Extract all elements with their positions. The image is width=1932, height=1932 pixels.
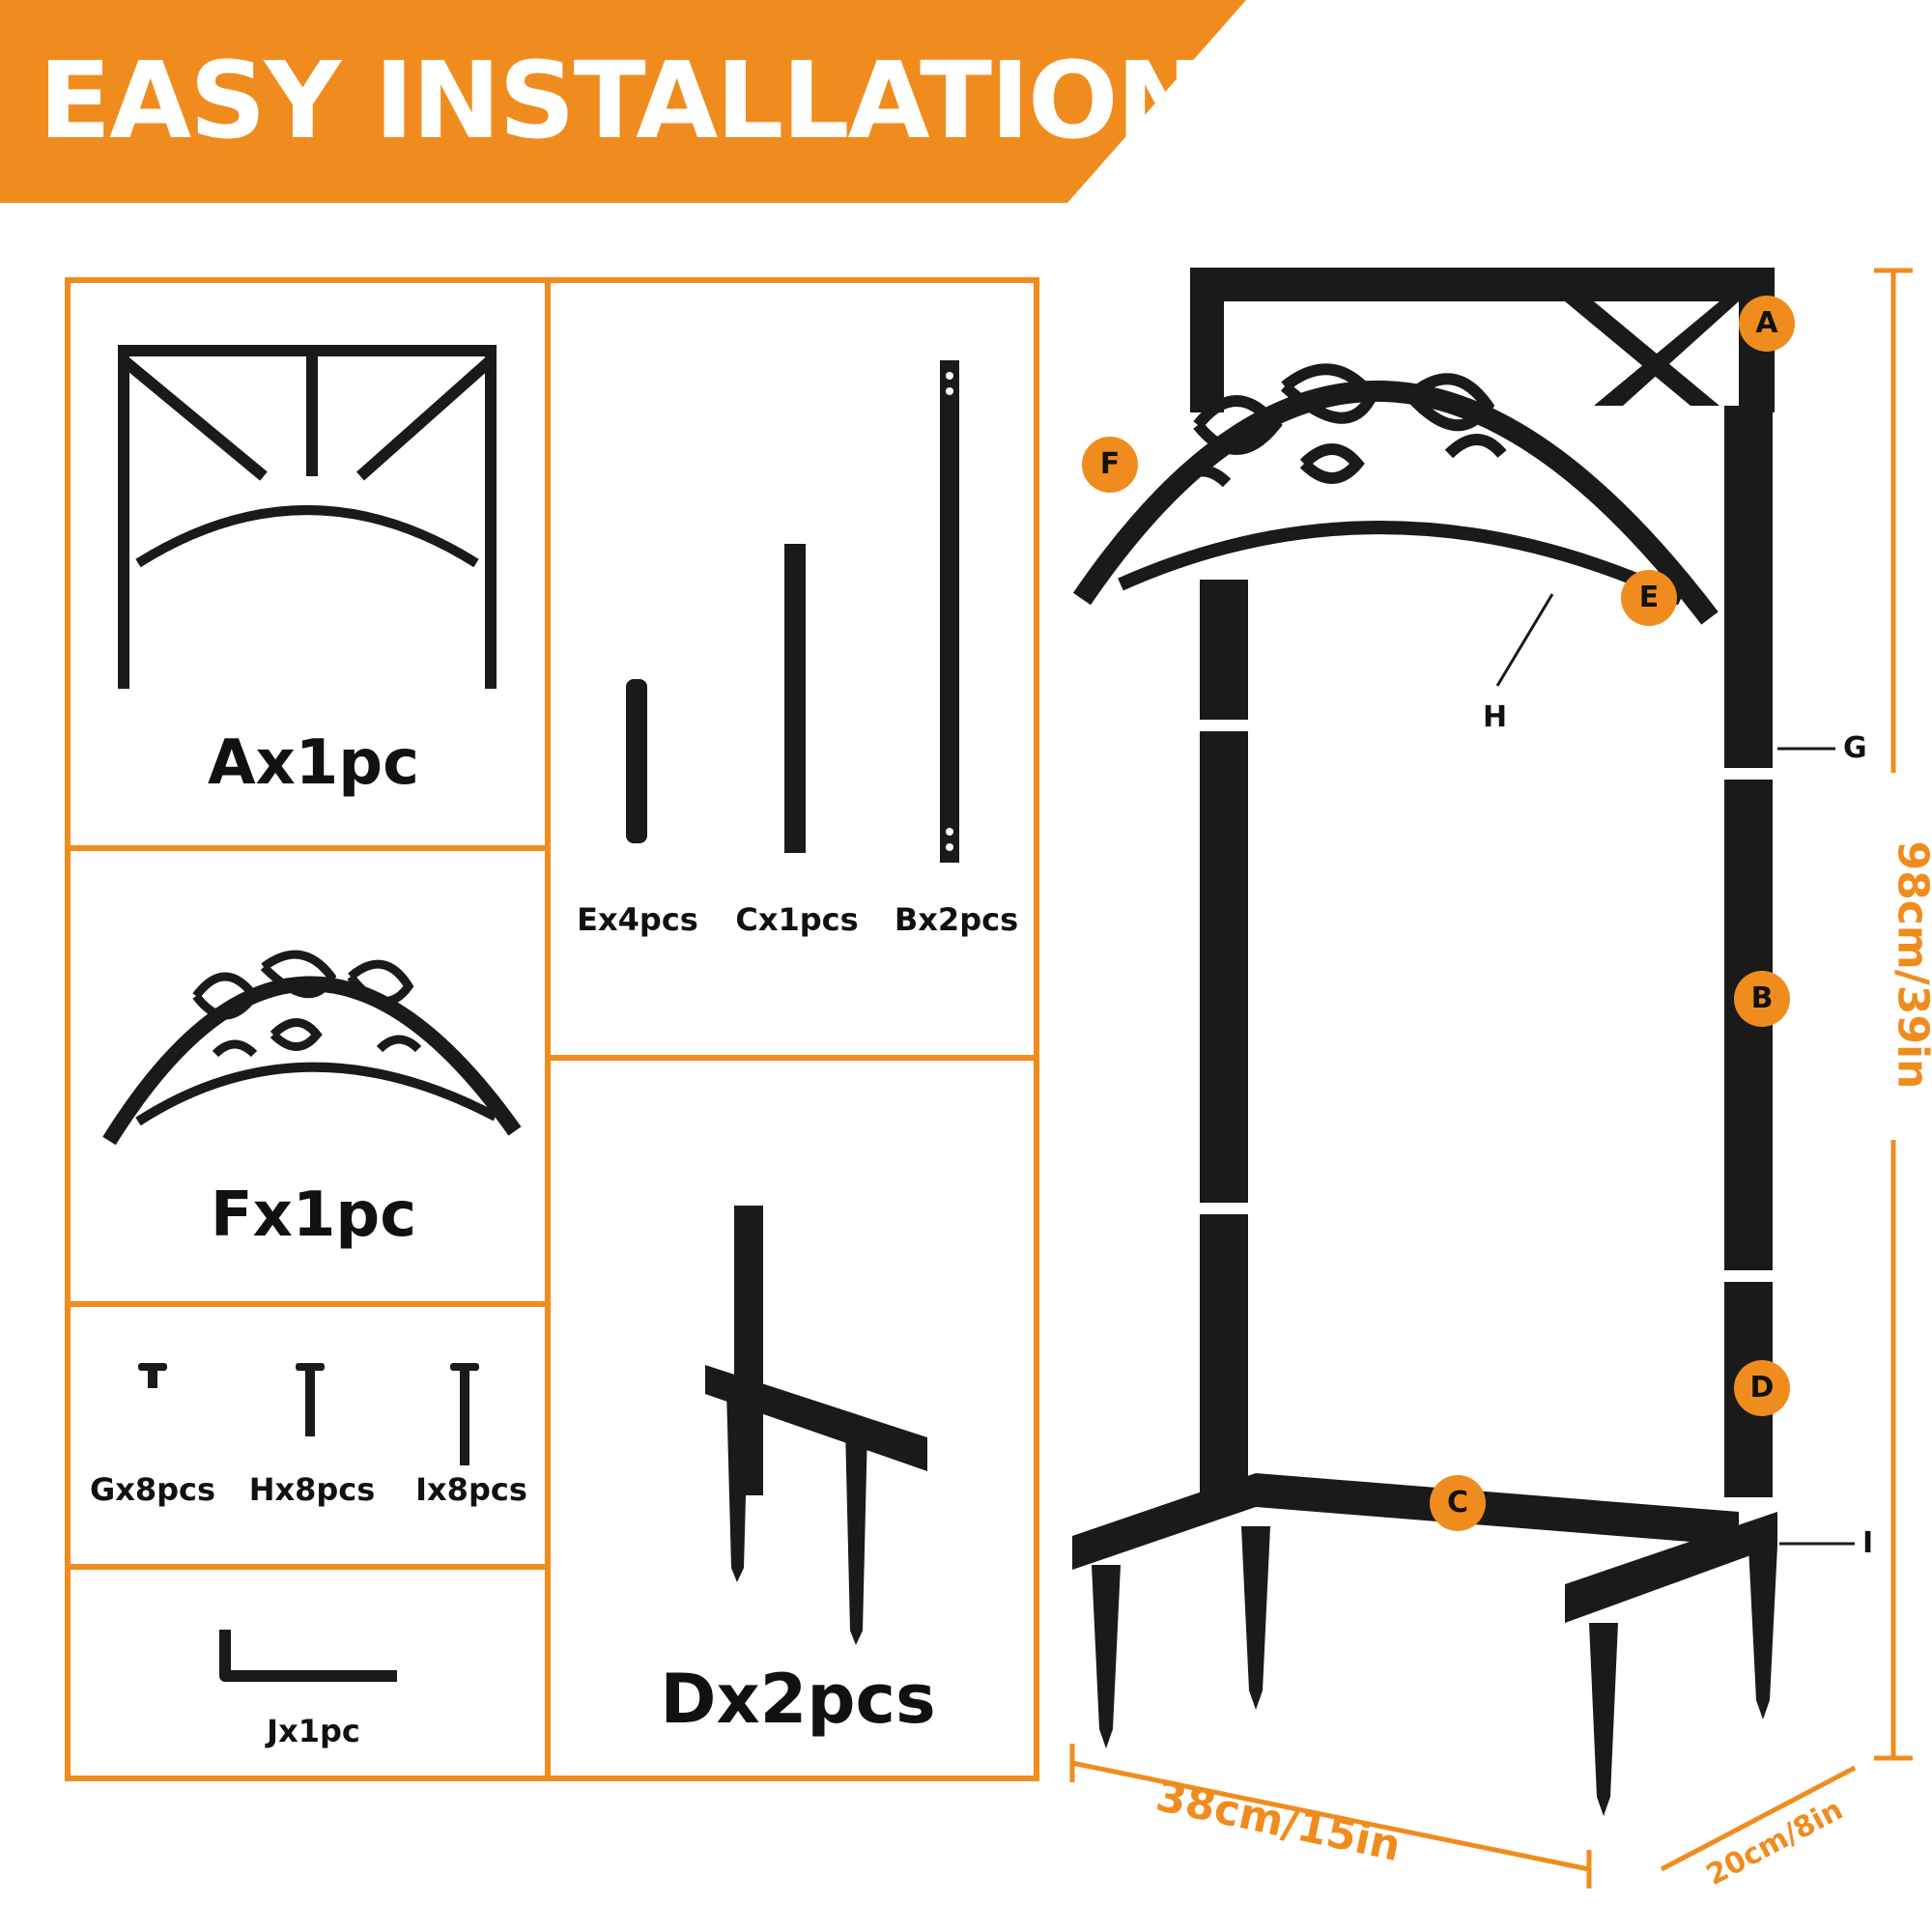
- callout-h: H: [1483, 700, 1508, 734]
- part-f-label: Fx1pc: [210, 1179, 417, 1251]
- leg-d-image: [705, 1206, 927, 1645]
- part-h-label: Hx8pcs: [248, 1471, 376, 1508]
- callout-c: C: [1430, 1475, 1486, 1531]
- frame-a-image: [118, 345, 497, 689]
- part-j-label: Jx1pc: [267, 1713, 360, 1749]
- hose-hanger-f-image: [102, 950, 522, 1146]
- page-title: EASY INSTALLATION: [39, 39, 1206, 162]
- callout-d: D: [1734, 1360, 1790, 1416]
- part-cell-ghi: Gx8pcs Hx8pcs Ix8pcs: [65, 1301, 551, 1570]
- part-i-label: Ix8pcs: [415, 1471, 527, 1508]
- callout-f: F: [1082, 437, 1138, 493]
- rod-e-image: [626, 679, 647, 843]
- part-g-label: Gx8pcs: [89, 1471, 216, 1508]
- part-cell-f: Fx1pc: [65, 845, 551, 1307]
- part-cell-j: Jx1pc: [65, 1564, 551, 1781]
- header-banner: [0, 0, 1246, 203]
- part-cell-d: Dx2pcs: [545, 1055, 1039, 1781]
- allen-key-image: [219, 1630, 397, 1682]
- part-e-label: Ex4pcs: [577, 901, 698, 938]
- screws-image: [138, 1363, 479, 1465]
- part-a-label: Ax1pc: [207, 727, 420, 799]
- rods-ecb-image: [626, 360, 959, 863]
- callout-b: B: [1734, 971, 1790, 1027]
- part-cell-ecb: Ex4pcs Cx1pcs Bx2pcs: [545, 277, 1039, 1061]
- callout-e: E: [1621, 570, 1677, 626]
- part-cell-a: Ax1pc: [65, 277, 551, 851]
- callout-a: A: [1739, 296, 1795, 352]
- callout-i: I: [1862, 1526, 1874, 1560]
- rod-c-image: [784, 544, 806, 853]
- part-d-label: Dx2pcs: [660, 1660, 936, 1739]
- height-dimension-label: 98cm/39in: [1888, 840, 1932, 1090]
- part-b-label: Bx2pcs: [894, 901, 1019, 938]
- part-c-label: Cx1pcs: [735, 901, 859, 938]
- rod-b-image: [940, 360, 959, 863]
- callout-g: G: [1843, 731, 1867, 765]
